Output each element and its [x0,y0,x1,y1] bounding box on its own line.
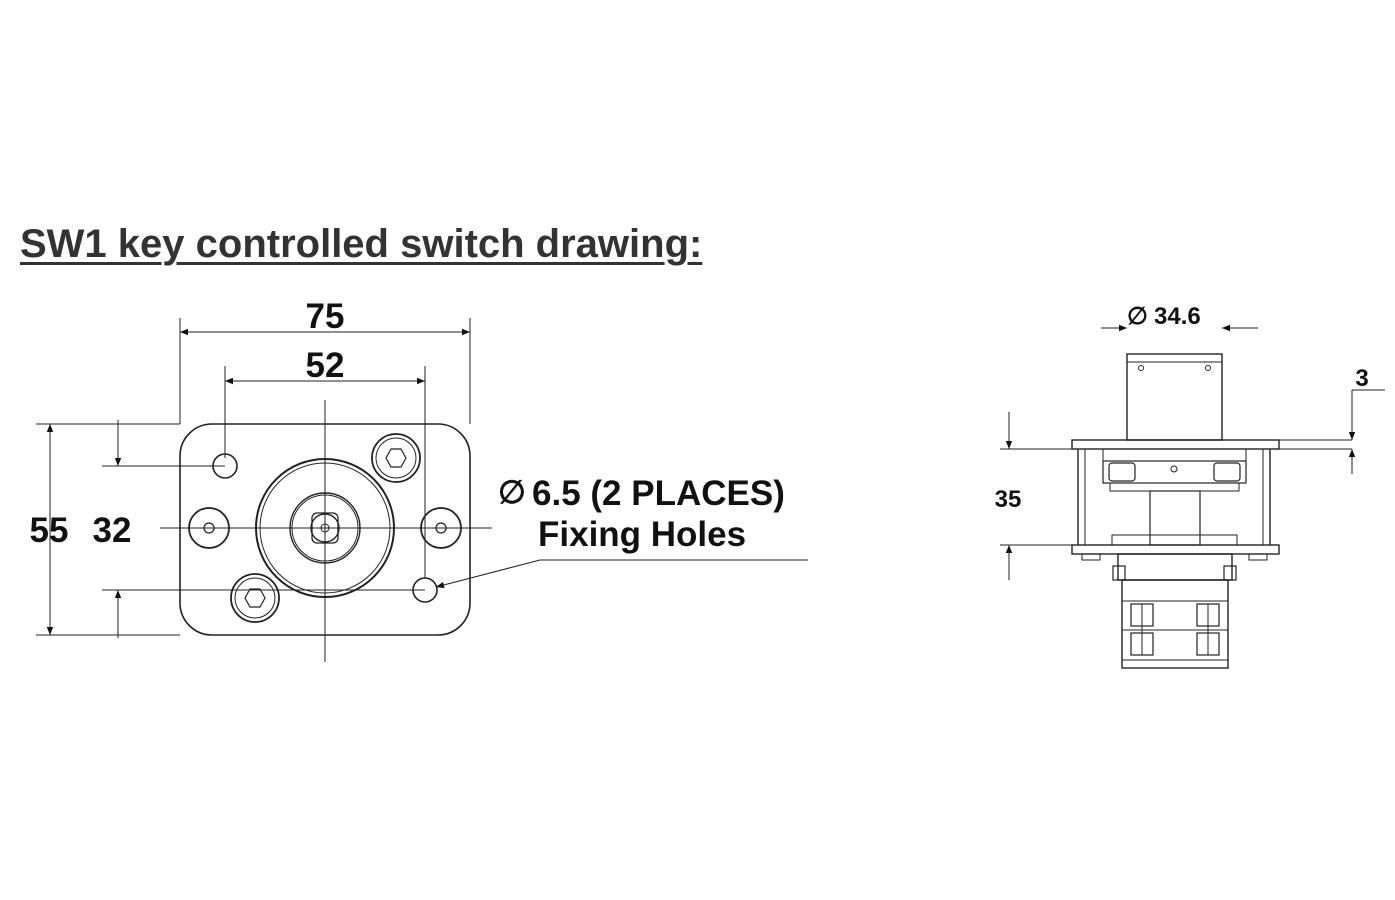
side-bottom-plate [1071,544,1280,555]
screw-left [188,507,230,549]
bolt-top-right [371,433,421,483]
dim-55-label: 55 [30,511,69,550]
page-title: SW1 key controlled switch drawing: [20,222,703,266]
screw-right [420,507,462,549]
diameter-symbol-icon: ∅ [498,474,526,510]
front-view [36,318,808,662]
dim-34-6-label: 34.6 [1154,303,1201,330]
dim-75-label: 75 [306,297,345,336]
dim-35-label: 35 [995,486,1022,513]
side-key-cylinder [1126,353,1223,441]
bolt-bottom-left [230,573,280,623]
side-diameter-symbol-icon: ∅ [1127,303,1148,330]
dim-3-label: 3 [1355,365,1368,392]
side-contact-block [1117,553,1233,581]
fixing-holes-label: Fixing Holes [538,515,746,554]
fixing-hole-leader [435,559,808,589]
dim-32-label: 32 [93,511,132,550]
dim-52-label: 52 [306,346,345,385]
side-view [1000,324,1385,669]
fixing-hole-diameter-note: 6.5 (2 PLACES) [532,474,785,513]
side-top-plate [1071,439,1280,450]
key-cylinder [255,458,395,598]
